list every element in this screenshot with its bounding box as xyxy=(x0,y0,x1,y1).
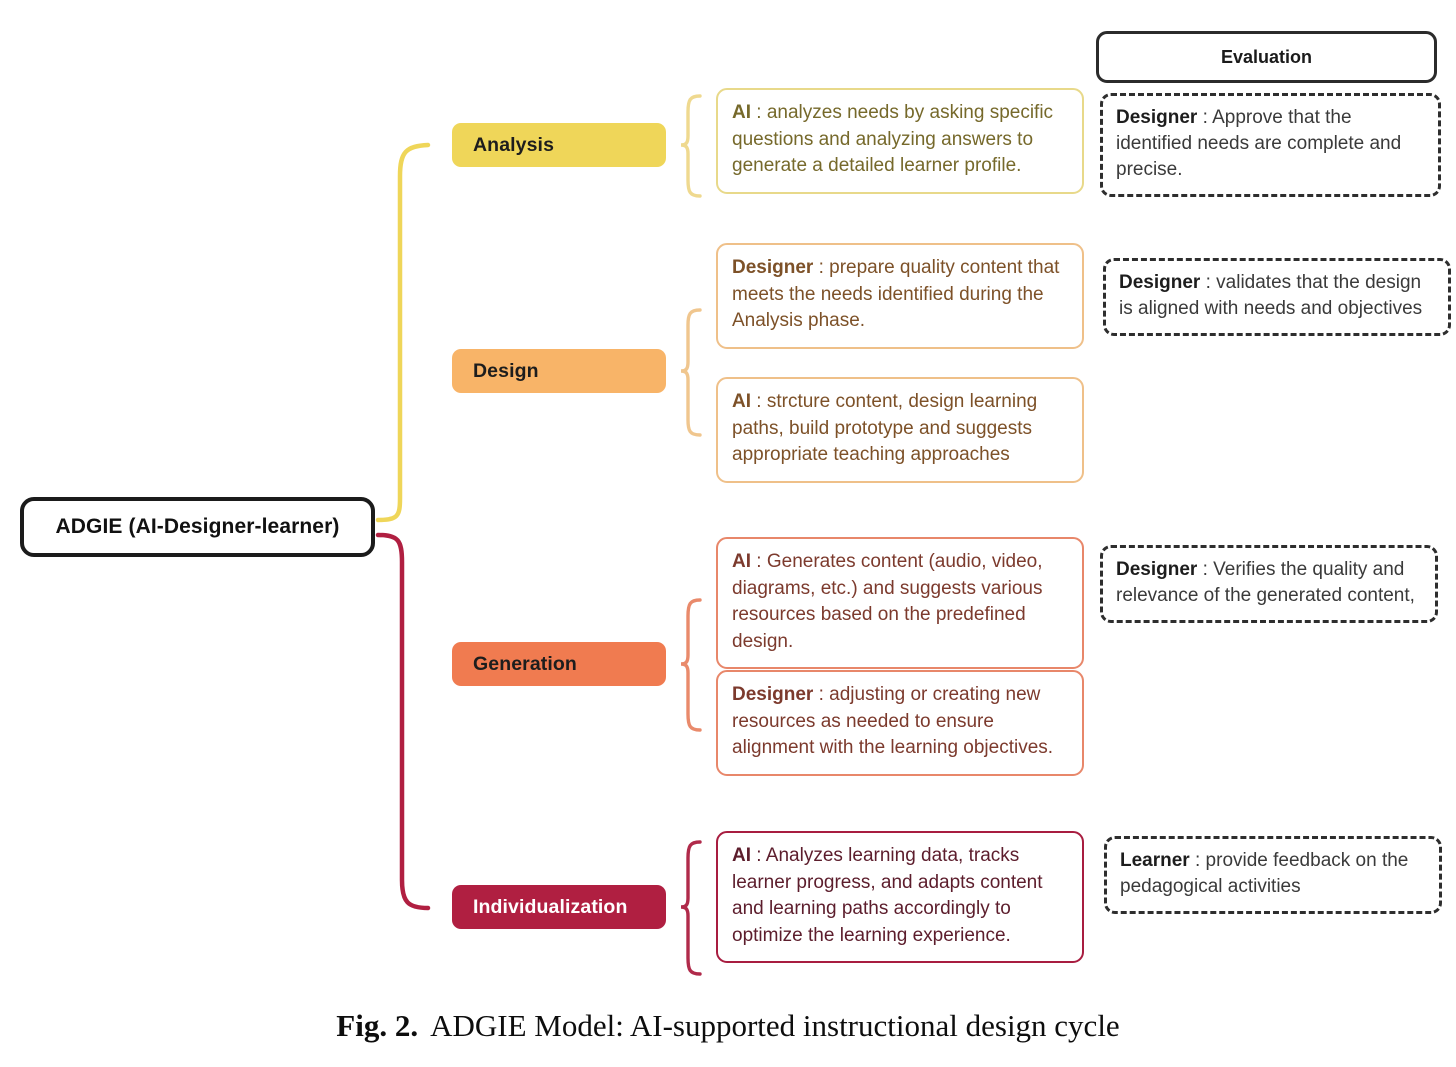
detail-role: AI xyxy=(732,845,751,866)
detail-separator: : xyxy=(813,257,830,278)
evaluation-separator: : xyxy=(1200,272,1217,293)
detail-role: Designer xyxy=(732,257,814,278)
evaluation-header[interactable]: Evaluation xyxy=(1096,31,1437,83)
detail-body: adjusting or creating new resources as n… xyxy=(732,684,1054,758)
bracket-design xyxy=(680,308,702,437)
evaluation-role: Designer xyxy=(1116,559,1198,580)
root-node-label: ADGIE (AI-Designer-learner) xyxy=(55,515,340,538)
detail-separator: : xyxy=(751,845,766,866)
evaluation-box-generation[interactable]: Designer : Verifies the quality and rele… xyxy=(1100,545,1438,623)
figure-number: Fig. 2. xyxy=(336,1008,419,1043)
figure-caption: Fig. 2. ADGIE Model: AI-supported instruc… xyxy=(0,1008,1456,1044)
detail-text: AI : analyzes needs by asking specific q… xyxy=(732,100,1068,180)
detail-role: AI xyxy=(732,551,751,572)
detail-body: prepare quality content that meets the n… xyxy=(732,257,1060,331)
detail-box-individualization-ai[interactable]: AI : Analyzes learning data, tracks lear… xyxy=(716,831,1084,963)
evaluation-header-label: Evaluation xyxy=(1220,46,1313,67)
phase-label-individualization: Individualization xyxy=(473,895,628,918)
branch-top xyxy=(375,142,431,523)
detail-text: AI : Generates content (audio, video, di… xyxy=(732,549,1068,655)
evaluation-text: Designer : Verifies the quality and rele… xyxy=(1116,557,1422,609)
evaluation-separator: : xyxy=(1189,850,1206,871)
detail-text: AI : strcture content, design learning p… xyxy=(732,389,1068,469)
detail-separator: : xyxy=(751,551,767,572)
phase-pill-generation[interactable]: Generation xyxy=(452,642,666,686)
detail-box-analysis-ai[interactable]: AI : analyzes needs by asking specific q… xyxy=(716,88,1084,194)
evaluation-text: Designer : Approve that the identified n… xyxy=(1116,105,1425,183)
phase-pill-individualization[interactable]: Individualization xyxy=(452,885,666,929)
figure-caption-text: ADGIE Model: AI-supported instructional … xyxy=(430,1008,1120,1043)
evaluation-body: Verifies the quality and relevance of th… xyxy=(1116,559,1415,606)
detail-body: analyzes needs by asking specific questi… xyxy=(732,102,1054,176)
evaluation-role: Learner xyxy=(1120,850,1190,871)
evaluation-box-individualization[interactable]: Learner : provide feedback on the pedago… xyxy=(1104,836,1442,914)
detail-body: Generates content (audio, video, diagram… xyxy=(732,551,1043,652)
evaluation-role: Designer xyxy=(1116,107,1198,128)
detail-box-generation-designer[interactable]: Designer : adjusting or creating new res… xyxy=(716,670,1084,776)
phase-pill-analysis[interactable]: Analysis xyxy=(452,123,666,167)
detail-role: AI xyxy=(732,391,751,412)
detail-text: Designer : adjusting or creating new res… xyxy=(732,682,1068,762)
phase-label-analysis: Analysis xyxy=(473,133,555,156)
bracket-individualization xyxy=(680,840,702,976)
evaluation-separator: : xyxy=(1197,107,1213,128)
detail-separator: : xyxy=(751,391,767,412)
detail-separator: : xyxy=(751,102,767,123)
branch-bottom xyxy=(375,532,431,911)
evaluation-body: validates that the design is aligned wit… xyxy=(1119,272,1423,319)
detail-body: strcture content, design learning paths,… xyxy=(732,391,1038,465)
evaluation-separator: : xyxy=(1197,559,1214,580)
evaluation-role: Designer xyxy=(1119,272,1201,293)
evaluation-box-design[interactable]: Designer : validates that the design is … xyxy=(1103,258,1451,336)
detail-body: Analyzes learning data, tracks learner p… xyxy=(732,845,1043,946)
bracket-analysis xyxy=(680,94,702,198)
root-node[interactable]: ADGIE (AI-Designer-learner) xyxy=(20,497,375,557)
evaluation-body: Approve that the identified needs are co… xyxy=(1116,107,1402,180)
bracket-generation xyxy=(680,598,702,732)
detail-separator: : xyxy=(813,684,830,705)
detail-role: AI xyxy=(732,102,751,123)
evaluation-box-analysis[interactable]: Designer : Approve that the identified n… xyxy=(1100,93,1441,197)
evaluation-text: Designer : validates that the design is … xyxy=(1119,270,1435,322)
detail-role: Designer xyxy=(732,684,814,705)
detail-box-generation-ai[interactable]: AI : Generates content (audio, video, di… xyxy=(716,537,1084,669)
detail-box-design-designer[interactable]: Designer : prepare quality content that … xyxy=(716,243,1084,349)
phase-label-generation: Generation xyxy=(473,652,577,675)
evaluation-text: Learner : provide feedback on the pedago… xyxy=(1120,848,1426,900)
phase-label-design: Design xyxy=(473,359,539,382)
detail-box-design-ai[interactable]: AI : strcture content, design learning p… xyxy=(716,377,1084,483)
detail-text: AI : Analyzes learning data, tracks lear… xyxy=(732,843,1068,949)
detail-text: Designer : prepare quality content that … xyxy=(732,255,1068,335)
phase-pill-design[interactable]: Design xyxy=(452,349,666,393)
evaluation-body: provide feedback on the pedagogical acti… xyxy=(1120,850,1409,897)
